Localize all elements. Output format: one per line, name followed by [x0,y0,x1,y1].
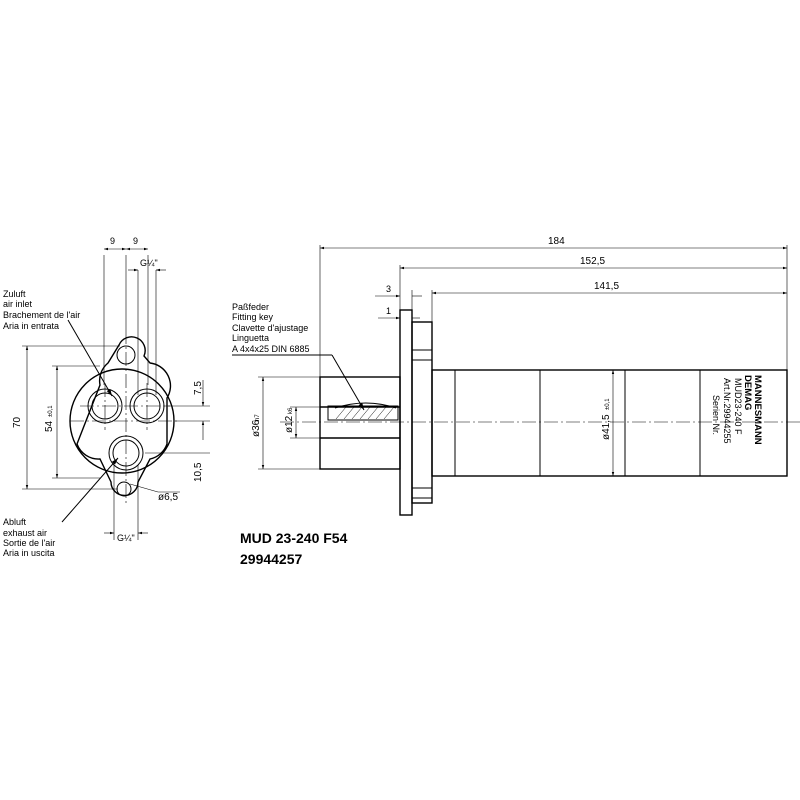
key-label-spec: A 4x4x25 DIN 6885 [232,344,310,354]
hole-dia-label: ø6,5 [158,492,178,503]
dim-length-body: 152,5 [580,256,605,267]
dim-length-total: 184 [548,236,565,247]
dim-body-tol: ±0,1 [605,398,611,410]
dim-length-motor: 141,5 [594,281,619,292]
brand-demag: DEMAG [742,375,753,410]
exhaust-label-fr: Sortie de l'air [3,538,55,548]
dim-flange-b: 1 [386,306,391,316]
inlet-label-en: air inlet [3,299,33,309]
product-number: 29944257 [240,551,303,567]
nameplate: MANNESMANN DEMAG MUD23-240 F Art.Nr.2994… [711,375,763,445]
key-label-de: Paßfeder [232,302,269,312]
dim-shaft-dia: ø12 [284,415,295,433]
inlet-label-fr: Brachement de l'air [3,310,80,320]
dim-height-total: 70 [12,416,23,428]
key-label-en: Fitting key [232,312,274,322]
bottom-mount-hole [116,481,132,497]
dim-offset-top: 7,5 [193,381,204,395]
nameplate-art-nr: Art.Nr.29944255 [722,378,732,444]
dim-body-dia: ø41,5 [601,414,612,440]
thread-bottom-label: G¼" [117,533,135,543]
exhaust-label-en: exhaust air [3,528,47,538]
dim-shaft-tol: k6 [288,407,294,414]
fitting-key [327,402,399,421]
key-label-fr: Clavette d'ajustage [232,323,308,333]
key-label-it: Linguetta [232,333,269,343]
dim-pilot-dia: ø36 [251,419,262,437]
dim-pilot-tol: h7 [255,414,261,421]
nameplate-serial: Serien Nr. [711,395,721,435]
dim-offset-bottom: 10,5 [193,462,204,482]
dim-width-left: 9 [110,236,115,246]
front-view: 9 9 G¼" G¼" 70 54 ±0,1 7,5 10,5 [3,236,210,558]
dim-height-bolt: 54 [44,420,55,432]
side-flange [399,309,413,516]
dim-width-right: 9 [133,236,138,246]
motor-body [431,369,788,477]
pilot-section [319,376,401,470]
inlet-label-de: Zuluft [3,289,26,299]
side-flange-step [411,321,433,504]
dim-flange-a: 3 [386,284,391,294]
side-view: 184 152,5 141,5 3 1 ø36 h7 ø12 k6 ø41,5 … [232,236,800,516]
dim-height-bolt-tol: ±0,1 [48,405,54,417]
exhaust-label-de: Abluft [3,517,27,527]
exhaust-label-it: Aria in uscita [3,548,55,558]
inlet-label-it: Aria in entrata [3,321,59,331]
nameplate-model: MUD23-240 F [733,378,743,435]
thread-top-label: G¼" [140,258,158,268]
product-model: MUD 23-240 F54 [240,530,348,546]
brand-mannesmann: MANNESMANN [752,375,763,445]
